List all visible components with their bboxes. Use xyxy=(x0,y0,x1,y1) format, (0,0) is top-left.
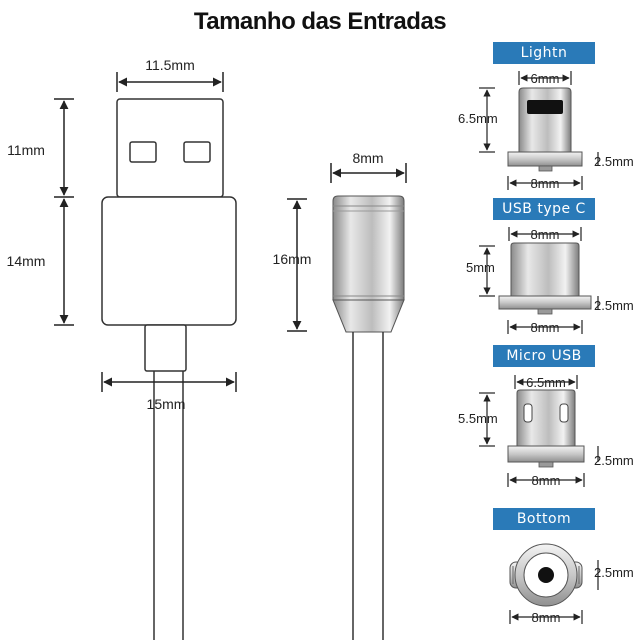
lightning-height-label: 6.5mm xyxy=(458,111,498,126)
usb-c-width-label: 8mm xyxy=(531,227,560,242)
usb-c-base-width-label: 8mm xyxy=(531,320,560,335)
magnetic-head-dimensions xyxy=(287,163,407,332)
micro-usb-tip xyxy=(507,389,585,468)
micro-usb-base-height-label: 2.5mm xyxy=(594,453,634,468)
micro-usb-dimensions xyxy=(479,375,599,487)
magnetic-head-cap xyxy=(332,195,405,301)
usb-a-dimensions xyxy=(54,72,237,392)
lightning-width-label: 6mm xyxy=(531,71,560,86)
usb-a-connector xyxy=(101,98,237,640)
micro-usb-base-width-label: 8mm xyxy=(532,473,561,488)
micro-usb-width-label: 6.5mm xyxy=(526,375,566,390)
usb-a-hole-left xyxy=(129,141,157,163)
usb-a-body xyxy=(101,196,237,326)
usb-a-body-width-label: 15mm xyxy=(147,396,186,412)
lightning-base-height-label: 2.5mm xyxy=(594,154,634,169)
page-title: Tamanho das Entradas xyxy=(193,8,447,35)
usb-c-height-label: 5mm xyxy=(466,260,495,275)
lightning-base-width-label: 8mm xyxy=(531,176,560,191)
micro-usb-height-label: 5.5mm xyxy=(458,411,498,426)
micro-usb-tag: Micro USB xyxy=(493,345,595,367)
usb-c-tag: USB type C xyxy=(493,198,595,220)
lightning-tag: Lightn xyxy=(493,42,595,64)
magnetic-head-height-label: 16mm xyxy=(273,251,312,267)
bottom-tag: Bottom xyxy=(493,508,595,530)
usb-c-base-height-label: 2.5mm xyxy=(594,298,634,313)
lightning-tip xyxy=(507,87,583,172)
usb-a-strain-relief xyxy=(144,324,187,372)
bottom-view xyxy=(509,543,583,607)
bottom-width-label: 8mm xyxy=(532,610,561,625)
usb-a-plug-width-label: 11.5mm xyxy=(145,57,195,73)
bottom-view-dimensions xyxy=(509,560,599,624)
usb-c-dimensions xyxy=(479,227,599,334)
magnetic-head xyxy=(332,195,405,640)
magnetic-head-taper xyxy=(332,299,405,333)
usb-a-body-height-label: 14mm xyxy=(7,253,46,269)
lightning-dimensions xyxy=(479,71,599,190)
usb-c-tip xyxy=(498,242,592,315)
magnetic-head-width-label: 8mm xyxy=(352,150,383,166)
usb-a-plug-height-label: 11mm xyxy=(7,142,45,158)
usb-a-hole-right xyxy=(183,141,211,163)
bottom-height-label: 2.5mm xyxy=(594,565,634,580)
